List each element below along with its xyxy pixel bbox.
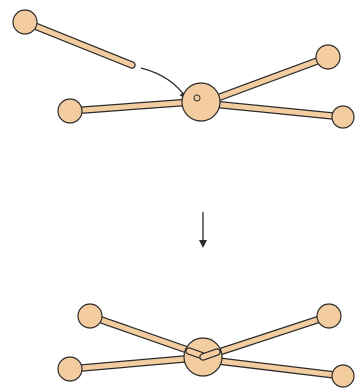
stage-after xyxy=(57,303,355,388)
attached-arm-upper-right xyxy=(208,44,341,104)
center-node-before xyxy=(181,82,221,122)
attached-arm-left-end-ball xyxy=(57,98,83,124)
attached-arm-left xyxy=(57,98,196,124)
final-arm-lower-left-end-ball xyxy=(57,356,83,382)
detached-arm-stick xyxy=(22,19,135,68)
curved-arrow-icon xyxy=(140,67,188,100)
attached-arm-upper-right-end-ball xyxy=(315,44,341,70)
final-arm-upper-left-end-ball xyxy=(77,303,103,329)
center-node-after xyxy=(183,337,223,377)
final-arm-lower-left xyxy=(57,354,200,382)
final-arm-upper-left xyxy=(77,303,200,357)
detached-arm xyxy=(12,9,136,69)
final-arm-lower-right xyxy=(206,356,355,388)
final-arm-upper-right-end-ball xyxy=(316,303,342,329)
attached-arm-lower-right-end-ball xyxy=(331,105,355,129)
binding-site-hole xyxy=(193,94,201,102)
stage-before xyxy=(12,9,355,129)
final-arm-lower-right-end-ball xyxy=(331,364,355,388)
attached-arm-lower-right xyxy=(208,100,355,129)
final-arm-upper-right xyxy=(206,303,342,359)
detached-arm-end-ball xyxy=(12,9,38,35)
